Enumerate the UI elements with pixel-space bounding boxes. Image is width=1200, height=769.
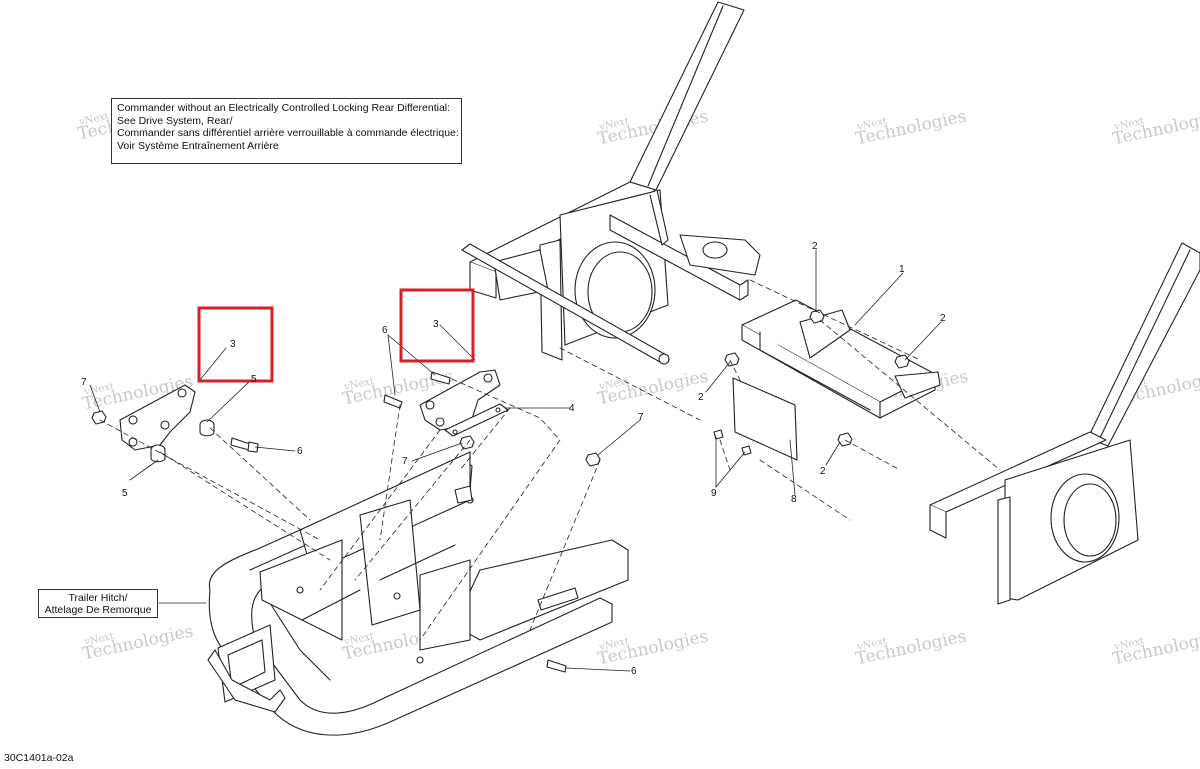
diagram-reference-code: 30C1401a-02a: [4, 752, 74, 764]
part-labels: 1 2 2 2 2 3 3 4 5 5 6 6 6 7 7 7 8 9: [81, 241, 946, 677]
watermark-line2: Technologies: [81, 621, 195, 664]
callout-line: Attelage De Remorque: [44, 604, 152, 616]
commander-note-box: Commander without an Electrically Contro…: [111, 98, 462, 164]
watermark-line2: Technologies: [854, 626, 968, 669]
note-line: Commander without an Electrically Contro…: [117, 102, 451, 114]
part-label-1[interactable]: 1: [899, 264, 905, 275]
highlight-box-center-part-3[interactable]: [399, 288, 475, 363]
watermark-line2: Technologies: [1111, 626, 1200, 669]
trailer-hitch-frame: [207, 451, 629, 736]
part-label-5[interactable]: 5: [122, 488, 128, 499]
note-line: Commander sans différentiel arrière verr…: [117, 127, 459, 139]
part-label-2[interactable]: 2: [812, 241, 818, 252]
part-label-7[interactable]: 7: [81, 377, 87, 388]
assembly-lines: [99, 279, 1001, 641]
part-label-4[interactable]: 4: [569, 403, 575, 414]
hitch-clip: [454, 485, 473, 504]
center-bolt-part-6-lower: [383, 394, 403, 409]
right-frame-assembly: [929, 242, 1200, 605]
part-label-2[interactable]: 2: [820, 466, 826, 477]
part-label-3[interactable]: 3: [433, 319, 439, 330]
highlight-boxes: [197, 288, 475, 383]
cross-member-part-1: [741, 299, 941, 419]
center-bolt-part-6-upper: [430, 371, 451, 385]
part-label-7[interactable]: 7: [402, 456, 408, 467]
center-nut-part-7: [459, 435, 475, 450]
left-bracket-part-3: [119, 384, 196, 451]
highlight-box-left-part-3[interactable]: [197, 306, 274, 383]
left-spacer-part-5-upper: [199, 419, 215, 437]
center-frame-assembly: [461, 1, 761, 365]
nut-part-2: [724, 309, 910, 447]
leader-lines: [89, 249, 942, 672]
part-label-8[interactable]: 8: [791, 494, 797, 505]
watermark-line2: Technologies: [1111, 106, 1200, 149]
part-label-9[interactable]: 9: [711, 488, 717, 499]
trailer-hitch-callout: Trailer Hitch/ Attelage De Remorque: [38, 589, 158, 618]
part-label-6[interactable]: 6: [297, 446, 303, 457]
bolt-part-6-bottom: [546, 659, 567, 673]
note-line: See Drive System, Rear/: [117, 114, 233, 127]
part-label-6[interactable]: 6: [382, 325, 388, 336]
watermark-line2: Technologies: [854, 106, 968, 149]
part-label-7[interactable]: 7: [638, 412, 644, 423]
center-bracket-part-3: [419, 369, 501, 431]
note-line: Voir Système Entraînement Arrière: [117, 139, 279, 152]
watermark-line2: Technologies: [596, 366, 710, 409]
plate-part-8: [732, 377, 798, 461]
part-label-3[interactable]: 3: [230, 339, 236, 350]
callout-line: Trailer Hitch/: [68, 592, 128, 604]
left-bolt-part-6: [230, 437, 259, 453]
part-label-2[interactable]: 2: [940, 313, 946, 324]
watermark-line2: Technologies: [596, 626, 710, 669]
part-label-5[interactable]: 5: [251, 374, 257, 385]
part-label-6[interactable]: 6: [631, 666, 637, 677]
part-label-2[interactable]: 2: [698, 392, 704, 403]
